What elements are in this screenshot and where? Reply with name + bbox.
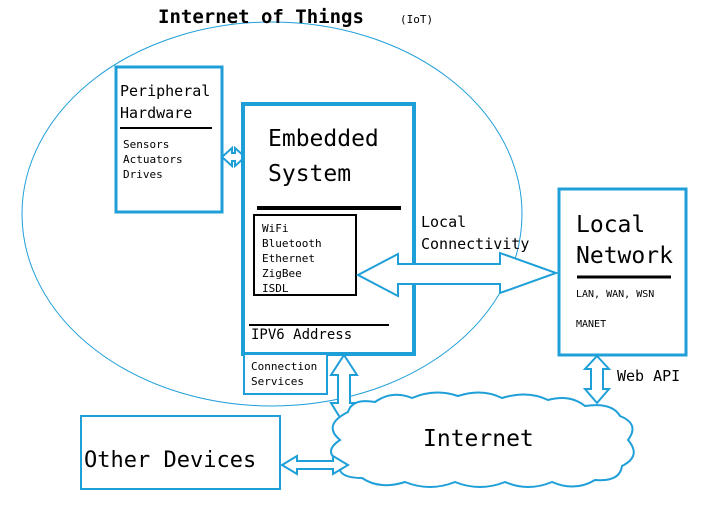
internet-label: Internet xyxy=(423,426,534,452)
web-api-label: Web API xyxy=(617,367,680,385)
local-network-heading-line2: Network xyxy=(576,243,673,269)
other-devices-box: Other Devices xyxy=(80,415,281,490)
peripheral-item: Actuators xyxy=(123,153,183,166)
peripheral-item: Drives xyxy=(123,168,163,181)
peripheral-hardware-box: Peripheral Hardware Sensors Actuators Dr… xyxy=(114,65,224,214)
ipv6-address-label: IPV6 Address xyxy=(251,327,352,343)
diagram-title: Internet of Things xyxy=(158,6,364,28)
embedded-heading-line2: System xyxy=(268,161,351,187)
local-network-box: Local Network LAN, WAN, WSN MANET xyxy=(557,187,688,357)
protocol-item: ZigBee xyxy=(262,267,302,280)
local-connectivity-line2: Connectivity xyxy=(421,235,529,253)
diagram-title-abbr: (IoT) xyxy=(400,13,433,26)
other-devices-label: Other Devices xyxy=(84,448,256,473)
connection-services-box: Connection Services xyxy=(243,353,328,395)
protocol-item: Ethernet xyxy=(262,252,315,265)
local-connectivity-line1: Local xyxy=(421,213,466,231)
web-api-arrow xyxy=(582,354,612,405)
protocol-item: Bluetooth xyxy=(262,237,322,250)
protocols-box xyxy=(253,214,357,296)
protocol-item: ISDL xyxy=(262,282,289,295)
embedded-system-box: Embedded System WiFi Bluetooth Ethernet … xyxy=(241,102,416,356)
local-connectivity-arrow xyxy=(355,251,559,298)
protocol-item: WiFi xyxy=(262,222,289,235)
local-network-heading-line1: Local xyxy=(576,212,645,238)
connection-services-line2: Services xyxy=(251,375,304,388)
internet-cloud-icon xyxy=(330,391,635,488)
local-network-items-line1: LAN, WAN, WSN xyxy=(576,289,654,300)
connection-services-line1: Connection xyxy=(251,360,317,373)
peripheral-heading-line2: Hardware xyxy=(120,104,192,122)
other-devices-internet-arrow xyxy=(280,454,350,476)
peripheral-heading-line1: Peripheral xyxy=(120,82,210,100)
local-network-items-line2: MANET xyxy=(576,319,606,330)
embedded-heading-line1: Embedded xyxy=(268,126,379,152)
peripheral-item: Sensors xyxy=(123,138,169,151)
iot-boundary-ellipse xyxy=(21,21,523,407)
